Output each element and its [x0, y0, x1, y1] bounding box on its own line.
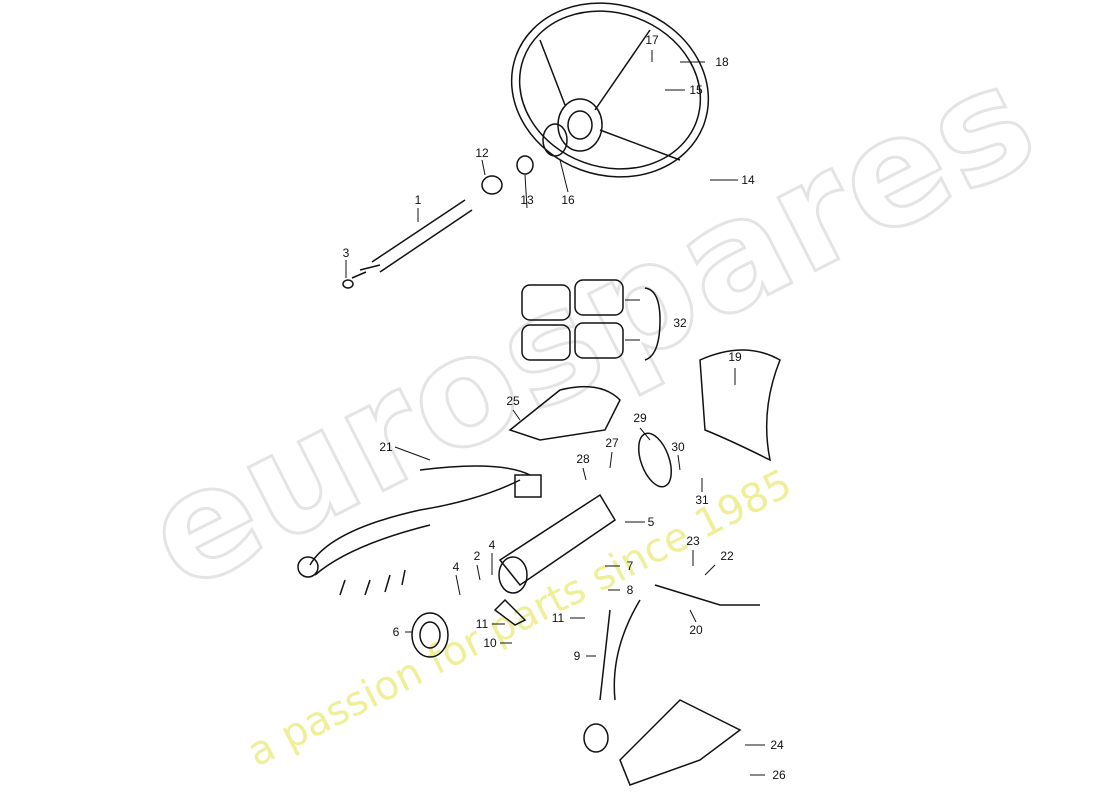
callout-c10: 10	[483, 636, 497, 650]
column-tube	[493, 493, 617, 626]
stalk	[599, 609, 611, 701]
callout-c20: 20	[689, 623, 703, 637]
callout-c13: 13	[520, 193, 534, 207]
callout-c8: 8	[626, 583, 634, 597]
lower-cover	[619, 699, 742, 786]
callout-c16: 16	[561, 193, 575, 207]
callout-c26: 26	[772, 768, 786, 782]
callout-c30: 30	[671, 440, 685, 454]
callout-c5: 5	[647, 515, 655, 529]
seal-ring	[411, 612, 449, 658]
callout-c23: 23	[686, 534, 700, 548]
callout-c7: 7	[626, 559, 634, 573]
switch-set	[521, 279, 661, 361]
callout-c25: 25	[506, 394, 520, 408]
callout-c29: 29	[633, 411, 647, 425]
callout-c21: 21	[379, 440, 393, 454]
callout-c19: 19	[728, 350, 742, 364]
gasket-ring	[637, 432, 673, 488]
wiring-harness	[297, 465, 542, 596]
callout-c24: 24	[770, 738, 784, 752]
callout-c17: 17	[645, 33, 659, 47]
steering-shaft	[342, 123, 568, 289]
callout-c14: 14	[741, 173, 755, 187]
callout-c1: 1	[414, 193, 422, 207]
callout-c4b: 4	[452, 560, 460, 574]
callout-c27: 27	[605, 436, 619, 450]
callout-c31: 31	[695, 493, 709, 507]
callout-c9: 9	[573, 649, 581, 663]
callout-c28: 28	[576, 452, 590, 466]
callout-c2: 2	[473, 549, 481, 563]
callout-c32: 32	[673, 316, 687, 330]
callout-c12: 12	[475, 146, 489, 160]
callout-c11a: 11	[551, 611, 565, 625]
callout-c11b: 11	[475, 617, 489, 631]
callout-c4a: 4	[488, 538, 496, 552]
callout-c22: 22	[720, 549, 734, 563]
steering-wheel	[510, 2, 710, 178]
cover-plate	[699, 349, 781, 462]
column-cover	[508, 385, 621, 441]
callout-c6: 6	[392, 625, 400, 639]
wiper-switch	[613, 584, 760, 701]
callout-c3: 3	[342, 246, 350, 260]
callout-c15: 15	[689, 83, 703, 97]
callout-c18: 18	[715, 55, 729, 69]
